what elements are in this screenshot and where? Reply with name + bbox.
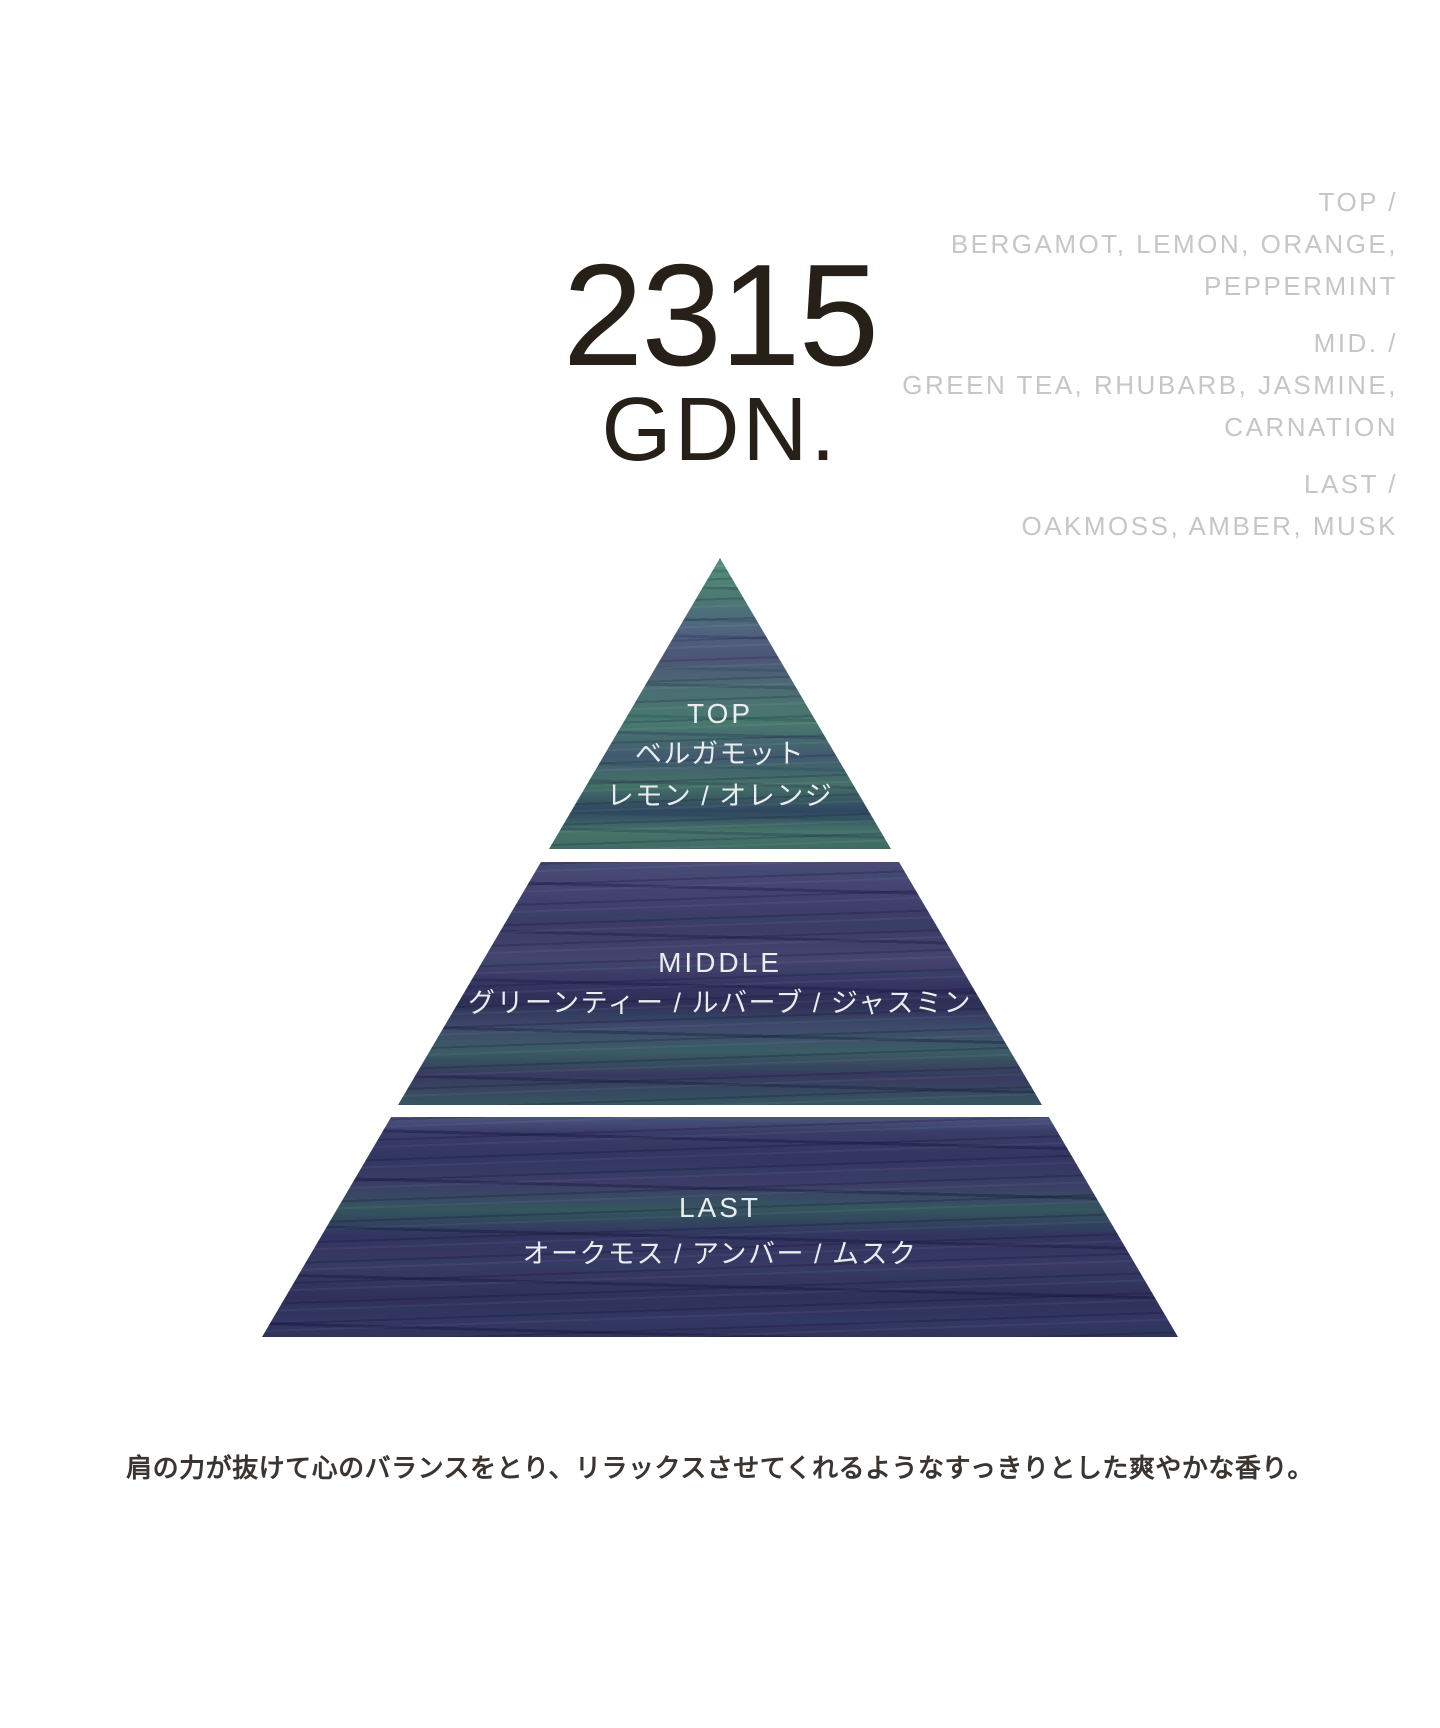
pyramid-last-label: LAST <box>678 1192 762 1223</box>
pyramid-middle-label: MIDDLE <box>658 947 782 978</box>
notes-line: OAKMOSS, AMBER, MUSK <box>1021 511 1398 541</box>
notes-line: BERGAMOT, LEMON, ORANGE, <box>950 229 1398 259</box>
pyramid-last-section: LAST オークモス / アンバー / ムスク <box>262 1117 1178 1337</box>
notes-legend: TOP / BERGAMOT, LEMON, ORANGE, PEPPERMIN… <box>902 181 1398 547</box>
notes-group-label: LAST / <box>1303 469 1398 499</box>
pyramid-top-section: TOP ベルガモット レモン / オレンジ <box>549 558 891 849</box>
notes-group-last: LAST / OAKMOSS, AMBER, MUSK <box>902 463 1398 547</box>
fragrance-description: 肩の力が抜けて心のバランスをとり、リラックスさせてくれるようなすっきりとした爽や… <box>126 1453 1314 1483</box>
pyramid-top-notes: ベルガモット <box>634 739 806 769</box>
notes-group-label: TOP / <box>1318 187 1398 217</box>
notes-line: PEPPERMINT <box>1203 271 1398 301</box>
pyramid-middle-notes: グリーンティー / ルバーブ / ジャスミン <box>467 988 973 1018</box>
pyramid-top-notes: レモン / オレンジ <box>606 781 834 811</box>
product-number: 2315 <box>562 234 880 396</box>
notes-group-label: MID. / <box>1313 328 1398 358</box>
pyramid-top-label: TOP <box>686 698 754 729</box>
notes-line: CARNATION <box>1224 412 1398 442</box>
pyramid-last-notes: オークモス / アンバー / ムスク <box>522 1239 918 1269</box>
product-name: GDN. <box>601 380 839 480</box>
notes-group-top: TOP / BERGAMOT, LEMON, ORANGE, PEPPERMIN… <box>902 181 1398 307</box>
notes-line: GREEN TEA, RHUBARB, JASMINE, <box>902 370 1398 400</box>
pyramid-middle-section: MIDDLE グリーンティー / ルバーブ / ジャスミン <box>398 862 1042 1105</box>
notes-group-mid: MID. / GREEN TEA, RHUBARB, JASMINE, CARN… <box>902 322 1398 448</box>
